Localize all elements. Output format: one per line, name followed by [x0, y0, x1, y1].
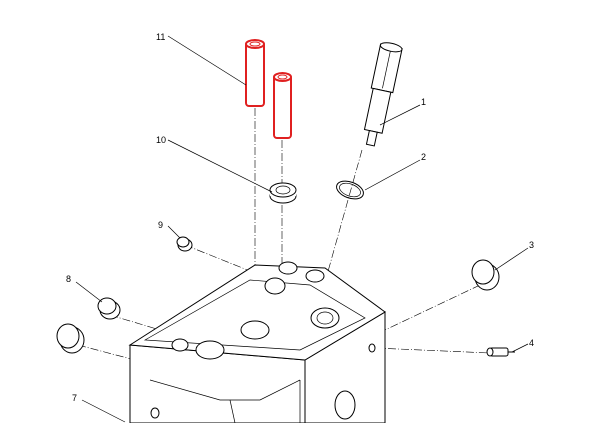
callout-3: 3: [529, 240, 534, 250]
callout-leaders: [75, 35, 529, 423]
callout-9: 9: [158, 220, 163, 230]
part-8-plugs[interactable]: [56, 297, 121, 354]
callout-labels: 11 10 9 8 7 1 2 3 4: [66, 32, 534, 403]
part-10-seal[interactable]: [269, 182, 297, 204]
callout-2: 2: [421, 152, 426, 162]
callout-4: 4: [529, 338, 534, 348]
callout-10: 10: [156, 135, 166, 145]
part-4-pin[interactable]: [486, 347, 515, 357]
callout-8: 8: [66, 274, 71, 284]
part-3-plug[interactable]: [471, 259, 500, 291]
part-1-injector[interactable]: [360, 41, 403, 147]
callout-1: 1: [421, 97, 426, 107]
part-7-cylinder-head[interactable]: [128, 261, 386, 423]
part-11-sleeves[interactable]: [245, 39, 292, 139]
callout-7: 7: [72, 393, 77, 403]
callout-11: 11: [156, 32, 165, 42]
part-9-plug[interactable]: [176, 236, 193, 252]
part-2-o-ring[interactable]: [334, 178, 366, 203]
